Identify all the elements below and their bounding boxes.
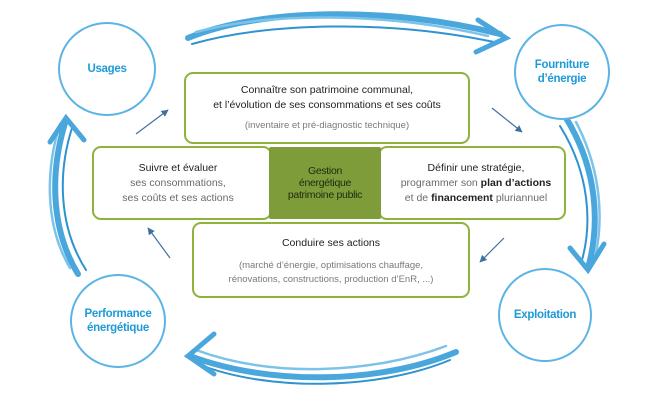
- circle-exploitation-label: Exploitation: [513, 309, 577, 321]
- box-definir-financement: financement: [431, 192, 493, 204]
- box-definir: Définir une stratégie, programmer son pl…: [378, 146, 566, 220]
- box-suivre-line3: ses coûts et ses actions: [122, 192, 234, 204]
- brush-arrow-left: [47, 113, 87, 277]
- box-suivre-line1: Suivre et évaluer: [138, 162, 218, 174]
- brush-arrow-top: [185, 11, 512, 55]
- circle-performance: Performance énergétique: [70, 274, 166, 368]
- box-conduire-note1: (marché d’énergie, optimisations chauffa…: [238, 260, 424, 271]
- box-conduire-note2: rénovations, constructions, production d…: [228, 274, 434, 285]
- circle-usages: Usages: [58, 22, 156, 116]
- center-gestion: Gestion énergétique patrimoine public: [269, 147, 381, 219]
- box-definir-line1: Définir une stratégie,: [427, 162, 525, 174]
- box-definir-line2: programmer son plan d’actions: [388, 176, 564, 191]
- box-definir-line3: et de financement pluriannuel: [388, 191, 564, 206]
- box-definir-line2-text: programmer son: [400, 177, 481, 189]
- circle-usages-label: Usages: [87, 63, 127, 75]
- arrow-usages-to-top: [135, 109, 169, 135]
- box-connaitre-line1: Connaître son patrimoine communal,: [240, 84, 414, 96]
- center-gestion-label: Gestion énergétique patrimoine public: [287, 165, 363, 201]
- box-conduire: Conduire ses actions (marché d’énergie, …: [192, 222, 470, 298]
- box-connaitre-line2: et l’évolution de ses consommations et s…: [213, 99, 441, 111]
- brush-arrow-right: [559, 115, 607, 275]
- box-definir-line3-text: et de: [404, 192, 432, 204]
- box-connaitre: Connaître son patrimoine communal, et l’…: [184, 72, 470, 144]
- arrow-bottom-to-exploitation: [479, 237, 505, 263]
- box-definir-line3-end: pluriannuel: [492, 192, 548, 204]
- box-suivre-line2: ses consommations,: [130, 177, 226, 189]
- circle-fourniture-label: Fourniture d’énergie: [534, 59, 590, 85]
- arrow-top-to-fourniture: [491, 107, 523, 133]
- box-conduire-title: Conduire ses actions: [281, 237, 381, 249]
- circle-performance-label: Performance énergétique: [84, 308, 152, 334]
- brush-arrow-bottom: [183, 331, 459, 385]
- circle-exploitation: Exploitation: [498, 268, 592, 362]
- arrow-performance-to-left: [147, 227, 171, 259]
- circle-fourniture: Fourniture d’énergie: [514, 24, 610, 120]
- box-connaitre-note: (inventaire et pré-diagnostic technique): [244, 120, 410, 131]
- box-suivre: Suivre et évaluer ses consommations, ses…: [92, 146, 272, 220]
- box-definir-plan-actions: plan d’actions: [480, 177, 552, 189]
